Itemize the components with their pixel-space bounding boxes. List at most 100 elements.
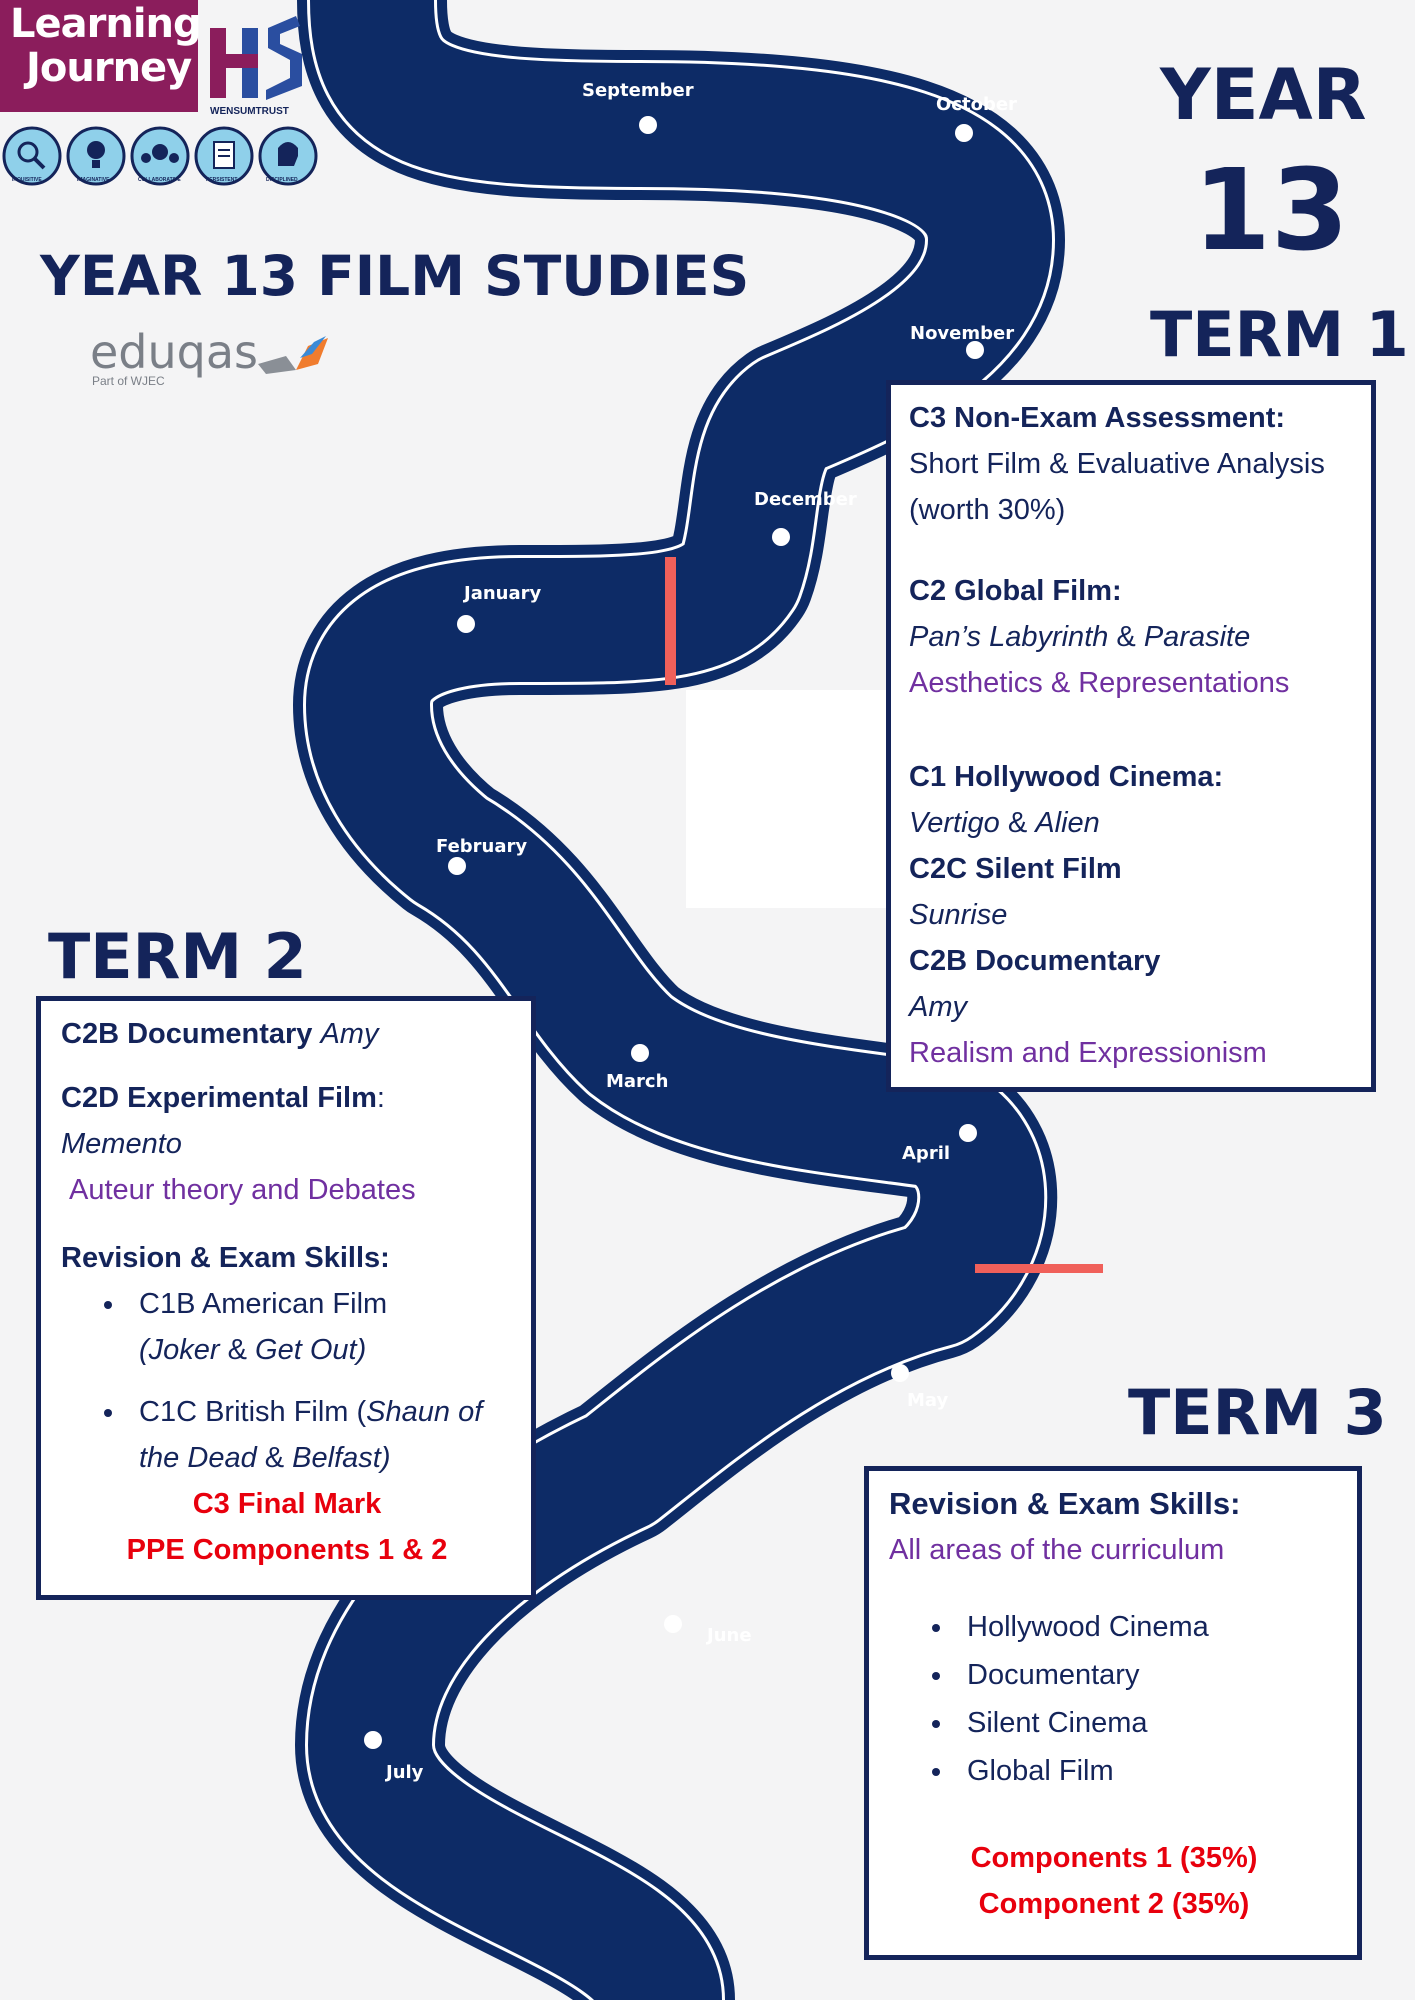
term2-item2-b: Shaun of the Dead <box>139 1396 483 1474</box>
term1-c3-line2: (worth 30%) <box>909 494 1066 526</box>
term1-content-box: C3 Non-Exam Assessment: Short Film & Eva… <box>886 380 1376 1092</box>
month-dot-july <box>364 1731 382 1749</box>
month-label-february: February <box>436 836 528 857</box>
term1-topic-end: Realism and Expressionism <box>909 1037 1267 1069</box>
term2-item2-c: & <box>256 1442 293 1474</box>
term2-item2-d: Belfast) <box>292 1442 391 1474</box>
term3-revision-sub: All areas of the curriculum <box>889 1534 1225 1566</box>
year-label: YEAR <box>1160 54 1367 136</box>
term2-exp-title: C2D Experimental Film <box>61 1082 377 1114</box>
month-dot-october <box>955 124 973 142</box>
month-dot-december <box>772 528 790 546</box>
checklist-icon <box>194 126 254 186</box>
term1-c2b-title: C2B Documentary <box>909 945 1161 977</box>
eduqas-logo: eduqas Part of WJEC <box>90 325 259 388</box>
month-label-may: May <box>907 1390 949 1411</box>
blank-patch <box>686 690 886 908</box>
list-item: C1C British Film (Shaun of the Dead & Be… <box>127 1389 513 1481</box>
term-divider-marker <box>975 1264 1103 1273</box>
value-label-persistent: PERSISTENT <box>206 177 238 183</box>
term2-item1-d: Get Out) <box>255 1334 367 1366</box>
term1-c2-amp: & <box>1108 621 1144 653</box>
badge-line-1: Learning <box>10 1 202 47</box>
list-item: Hollywood Cinema <box>955 1603 1339 1651</box>
month-dot-april <box>959 1124 977 1142</box>
term2-doc-title: C2B Documentary <box>61 1018 313 1050</box>
list-item: C1B American Film (Joker & Get Out) <box>127 1281 513 1373</box>
lightbulb-head-icon <box>66 126 126 186</box>
list-item: Global Film <box>955 1747 1339 1795</box>
month-label-july: July <box>386 1762 424 1783</box>
month-dot-january <box>457 615 475 633</box>
month-label-march: March <box>606 1071 669 1092</box>
term1-c2-film1: Pan’s Labyrinth <box>909 621 1109 653</box>
term2-revision-title: Revision & Exam Skills: <box>61 1242 390 1274</box>
term1-c1-film2: Alien <box>1035 807 1100 839</box>
month-dot-march <box>631 1044 649 1062</box>
board-subtitle: Part of WJEC <box>92 374 165 388</box>
term2-item1-a: C1B American Film <box>139 1288 388 1320</box>
month-dot-september <box>639 116 657 134</box>
term2-doc-film: Amy <box>320 1018 379 1050</box>
book-icon <box>258 336 328 374</box>
term2-topic: Auteur theory and Debates <box>69 1174 416 1206</box>
month-dot-june <box>664 1615 682 1633</box>
value-label-inquisitive: INQUISITIVE <box>12 177 42 183</box>
term2-red-line2: PPE Components 1 & 2 <box>126 1534 448 1566</box>
value-label-collaborative: COLLABORATIVE <box>138 177 181 183</box>
term2-heading: TERM 2 <box>48 920 307 993</box>
term2-revision-list: C1B American Film (Joker & Get Out) C1C … <box>61 1281 513 1481</box>
term1-heading: TERM 1 <box>1150 298 1409 371</box>
term3-revision-title: Revision & Exam Skills: <box>889 1486 1241 1521</box>
month-label-january: January <box>464 583 542 604</box>
term1-c3-title: C3 Non-Exam Assessment: <box>909 402 1286 434</box>
term1-c1-film1: Vertigo <box>909 807 1000 839</box>
term1-c3-line1: Short Film & Evaluative Analysis <box>909 448 1325 480</box>
month-label-october: October <box>936 94 1017 115</box>
term3-red-line1: Components 1 (35%) <box>970 1842 1258 1874</box>
term1-c2c-title: C2C Silent Film <box>909 853 1122 885</box>
month-dot-november <box>966 341 984 359</box>
term1-c2-topic: Aesthetics & Representations <box>909 667 1290 699</box>
term1-c1-title: C1 Hollywood Cinema: <box>909 761 1224 793</box>
term1-c1-amp: & <box>999 807 1036 839</box>
month-dot-may <box>891 1364 909 1382</box>
term3-content-box: Revision & Exam Skills: All areas of the… <box>864 1466 1362 1960</box>
term3-topic-list: Hollywood Cinema Documentary Silent Cine… <box>889 1603 1339 1795</box>
learning-journey-badge: Learning Journey <box>0 0 202 112</box>
year-number: 13 <box>1193 146 1349 276</box>
term1-c2-title: C2 Global Film: <box>909 575 1122 607</box>
month-label-september: September <box>582 80 694 101</box>
month-label-april: April <box>902 1143 951 1164</box>
term2-item1-c: & <box>219 1334 256 1366</box>
list-item: Documentary <box>955 1651 1339 1699</box>
badge-line-2: Journey <box>26 45 192 91</box>
trust-monogram-icon <box>210 16 302 100</box>
page-title: YEAR 13 FILM STUDIES <box>40 244 750 308</box>
term2-content-box: C2B Documentary Amy C2D Experimental Fil… <box>36 996 536 1600</box>
brain-head-icon <box>258 126 318 186</box>
magnifier-icon <box>2 126 62 186</box>
term1-c2b-film: Amy <box>909 991 967 1023</box>
term2-exp-film: Memento <box>61 1128 182 1160</box>
value-label-imaginative: IMAGINATIVE <box>77 177 110 183</box>
board-name: eduqas <box>90 325 259 379</box>
list-item: Silent Cinema <box>955 1699 1339 1747</box>
month-label-december: December <box>754 489 857 510</box>
team-icon <box>130 126 190 186</box>
term3-red-line2: Component 2 (35%) <box>978 1888 1250 1920</box>
month-dot-february <box>448 857 466 875</box>
term-divider-marker <box>665 557 676 685</box>
term2-red-line1: C3 Final Mark <box>192 1488 382 1520</box>
wensum-trust-logo: WENSUMTRUST <box>206 8 306 120</box>
term3-heading: TERM 3 <box>1128 1376 1387 1449</box>
values-row: INQUISITIVE IMAGINATIVE COLLABORATIVE PE… <box>0 122 318 194</box>
month-label-november: November <box>910 323 1015 344</box>
term2-item1-b: (Joker <box>139 1334 220 1366</box>
month-label-june: June <box>707 1625 752 1646</box>
term2-item2-a: C1C British Film ( <box>139 1396 367 1428</box>
term2-exp-colon: : <box>376 1082 385 1114</box>
term1-c2-film2: Parasite <box>1143 621 1251 653</box>
term1-c2c-film: Sunrise <box>909 899 1008 931</box>
